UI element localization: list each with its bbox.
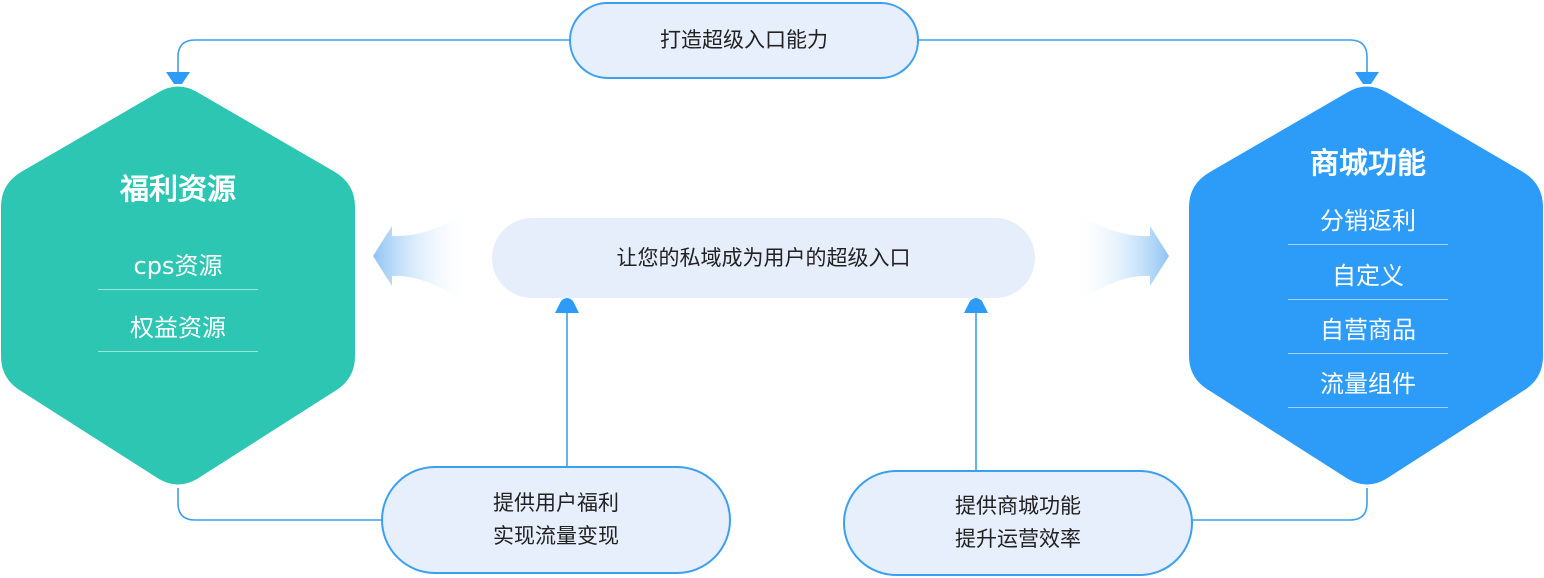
right-hex-title: 商城功能 [1309, 146, 1426, 180]
left-hex-item: 权益资源 [98, 308, 258, 352]
bottom-left-line-2: 实现流量变现 [493, 524, 619, 548]
connector-bottom-right [1192, 488, 1368, 521]
connector-top-right [918, 39, 1368, 72]
top-capability-label: 打造超级入口能力 [660, 28, 828, 52]
bottom-right-line-1: 提供商城功能 [955, 494, 1081, 518]
left-hexagon [1, 86, 355, 485]
arrowhead-up-left [555, 298, 579, 313]
right-hex-item: 自定义 [1288, 256, 1448, 300]
left-hex-item: cps资源 [98, 246, 258, 290]
right-hexagon [1189, 86, 1543, 485]
bottom-right-pill: 提供商城功能 提升运营效率 [843, 470, 1193, 576]
right-hex-item: 流量组件 [1288, 364, 1448, 408]
right-hex-item: 分销返利 [1288, 201, 1448, 245]
right-hex-item: 自营商品 [1288, 310, 1448, 354]
left-hex-title: 福利资源 [119, 172, 236, 206]
center-goal-label: 让您的私域成为用户的超级入口 [616, 245, 911, 270]
top-capability-pill: 打造超级入口能力 [569, 2, 919, 79]
connector-top-left [177, 39, 570, 72]
arrowhead-up-right [964, 298, 988, 313]
gradient-arrow-left [373, 210, 470, 308]
connector-bottom-left [177, 488, 382, 521]
center-goal-pill: 让您的私域成为用户的超级入口 [492, 218, 1035, 298]
arrowhead-down-right [1355, 72, 1379, 84]
gradient-arrow-right [1072, 210, 1169, 308]
arrowhead-down-left [166, 72, 190, 84]
bottom-left-pill: 提供用户福利 实现流量变现 [381, 466, 731, 574]
bottom-right-line-2: 提升运营效率 [955, 527, 1081, 551]
bottom-left-line-1: 提供用户福利 [493, 491, 619, 515]
